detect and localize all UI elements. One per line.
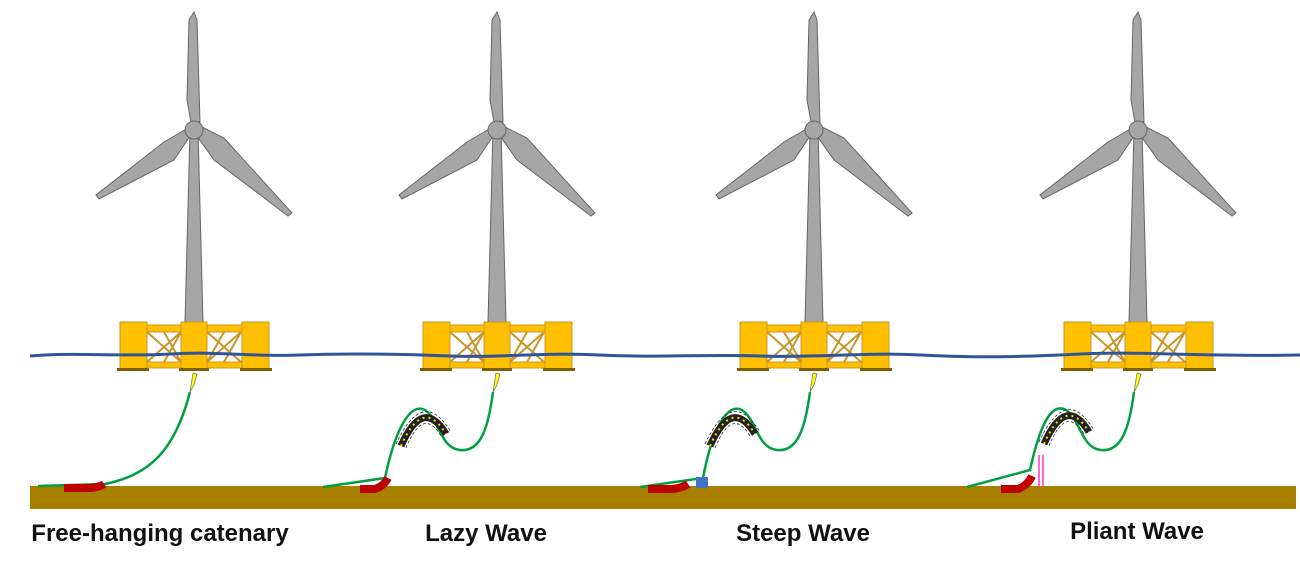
subsea-base-block — [696, 477, 708, 488]
floating-turbine-2 — [398, 11, 596, 393]
floating-turbine-1 — [95, 11, 293, 393]
label-free-hanging-catenary: Free-hanging catenary — [31, 520, 289, 547]
label-pliant-wave: Pliant Wave — [1070, 518, 1204, 545]
seabed — [30, 486, 1296, 509]
label-steep-wave: Steep Wave — [736, 520, 870, 547]
cable-pliant-wave — [966, 391, 1136, 493]
cable-free-hanging-catenary — [37, 391, 192, 492]
floating-turbine-3 — [715, 11, 913, 393]
floating-turbine-4 — [1039, 11, 1237, 393]
cable-lazy-wave — [322, 391, 495, 493]
water-surface — [29, 351, 1300, 359]
label-lazy-wave: Lazy Wave — [425, 520, 547, 547]
cable-steep-wave — [639, 391, 812, 493]
